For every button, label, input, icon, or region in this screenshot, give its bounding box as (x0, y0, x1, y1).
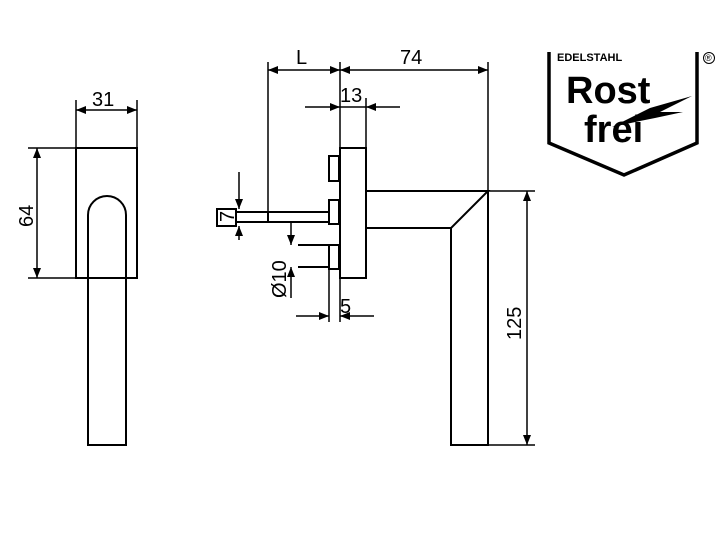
dim-offset (296, 269, 374, 322)
dim-side-width-label: 31 (92, 89, 114, 111)
side-view (75, 147, 138, 446)
bottom-pin (328, 244, 340, 270)
dim-side-height (28, 147, 76, 279)
logo-rost-text: Rost (566, 70, 651, 112)
logo-frei-text: frei (584, 109, 643, 151)
dim-square-label: 7 (217, 211, 239, 222)
dim-side-width (75, 100, 138, 148)
logo-shield (547, 52, 699, 177)
dim-rose-thickness (305, 98, 400, 148)
logo-edelstahl-text: EDELSTAHL (557, 52, 622, 64)
side-view-rose (75, 147, 138, 279)
dim-length-var-label: L (296, 47, 307, 69)
top-screw (328, 155, 340, 182)
dim-handle-height (488, 190, 535, 446)
lever-handle (366, 190, 491, 446)
spindle-collar (328, 199, 340, 225)
registered-mark-circle (703, 52, 715, 64)
dim-handle-length (340, 62, 489, 191)
registered-mark: ® (705, 53, 712, 63)
dim-handle-length-label: 74 (400, 47, 422, 69)
dim-side-height-label: 64 (16, 205, 38, 227)
rose-plate (339, 147, 367, 279)
dim-rose-thickness-label: 13 (340, 85, 362, 107)
side-view-handle (87, 195, 127, 446)
dim-offset-label: 5 (340, 296, 351, 318)
front-view (216, 147, 491, 446)
square-spindle (216, 208, 237, 227)
swallow-icon (612, 96, 692, 127)
dim-handle-height-label: 125 (504, 307, 526, 340)
rostfrei-logo: EDELSTAHL ® Rost frei (547, 52, 715, 177)
dim-pin-diameter-label: Ø10 (269, 260, 291, 298)
dim-length-var (267, 62, 341, 212)
